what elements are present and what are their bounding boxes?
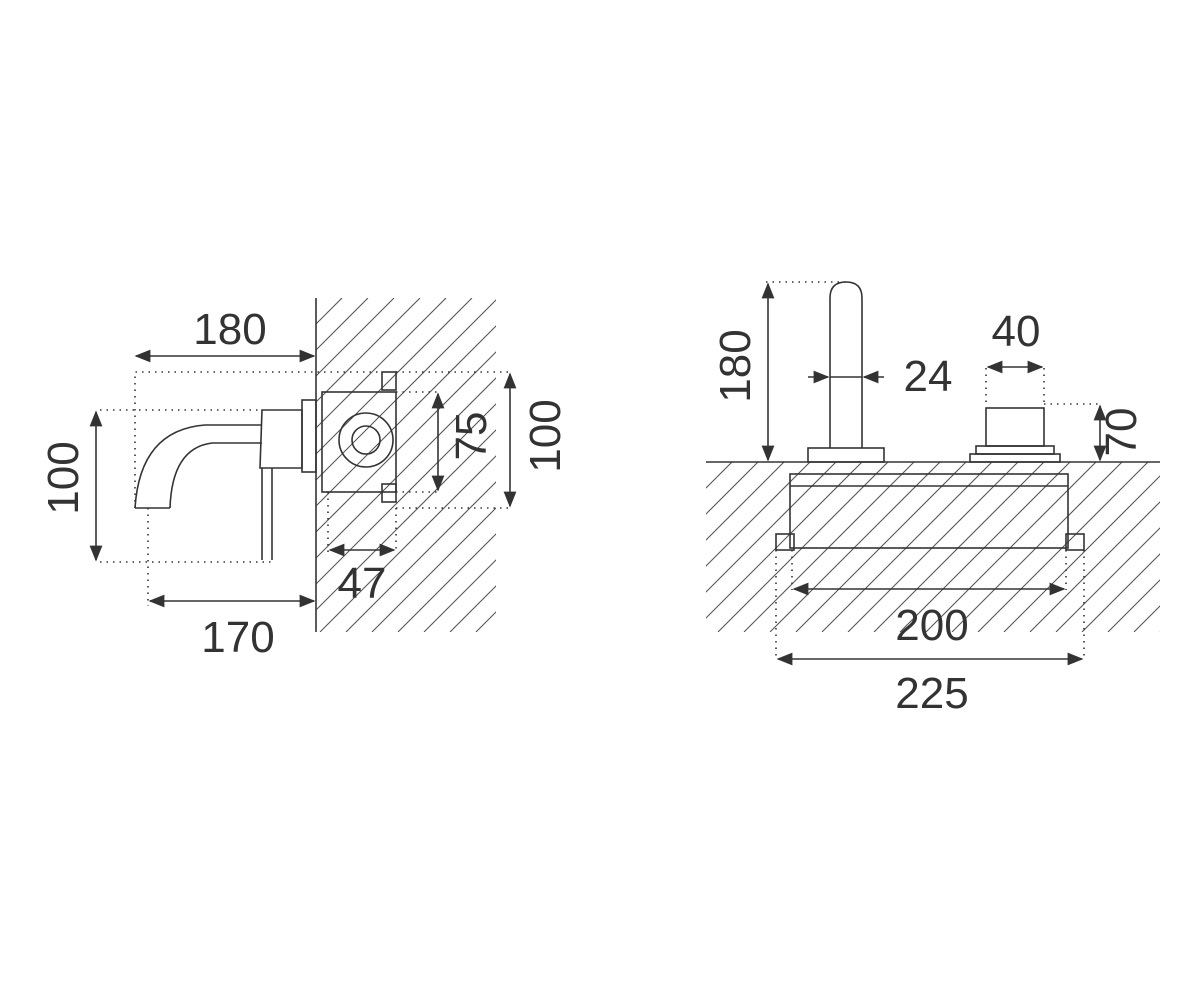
handle-collar [975,445,1055,455]
hatch-line [899,462,1071,632]
hatch-line [316,429,496,611]
hatch-line [371,507,496,632]
label-70-front: 70 [1097,408,1146,457]
hatch-line [658,298,992,632]
hatch-line [847,462,1019,632]
label-100-side-right: 100 [521,399,570,472]
hatch-line [706,462,811,567]
hatch-line [788,298,1122,632]
label-200-front: 200 [895,601,968,650]
handle-knob [985,407,1045,447]
hatch-line [706,462,733,489]
body-lug-bottom [381,483,397,503]
wall-plate [301,399,317,473]
label-170-side: 170 [201,613,274,662]
concealed-body [321,391,397,493]
hatch-line [1159,631,1160,632]
hatch-line [814,298,1148,632]
hatch-line [977,462,1149,632]
hatch-line [873,462,1045,632]
hatch-line [316,298,473,455]
hatch-line [762,298,1096,632]
hatch-line [423,559,496,632]
hatch-line [706,462,837,593]
label-24-front: 24 [904,352,953,401]
hatch-line [1003,475,1160,632]
label-40-front: 40 [992,307,1041,356]
hatch-line [345,481,496,632]
hatch-line [319,455,496,632]
spout-outer-curve [134,424,262,509]
hatch-line [316,298,447,429]
hatch-line [706,462,759,515]
body-lug-top [381,371,397,391]
label-180-front: 180 [711,329,760,402]
hatch-line [632,298,966,632]
concealed-box [789,473,1069,549]
hatch-line [1186,462,1200,632]
hatch-line [606,298,940,632]
hatch-line [528,298,862,632]
hatch-line [1055,527,1160,632]
box-lug-left [775,533,795,551]
hatch-line [397,533,496,632]
hatch-line [1133,605,1160,632]
hatch-line [717,462,889,632]
hatch-line [316,298,395,377]
hatch-line [821,462,993,632]
label-180-side: 180 [193,305,266,354]
label-100-side-left: 100 [39,441,88,514]
hatch-line [743,462,915,632]
hatch-line [706,462,785,541]
hatch-line [316,377,496,559]
hatch-line [769,462,941,632]
hatch-line [316,298,421,403]
hatch-line [795,462,967,632]
hatch-line [706,462,863,619]
hatch-line [316,299,496,481]
hatch-line [1081,553,1160,632]
hatch-line [1029,501,1160,632]
label-47-side: 47 [338,559,387,608]
valve-outer-ring [338,412,394,468]
label-225-front: 225 [895,669,968,718]
spout-inner-curve [169,442,262,509]
hatch-line [1107,579,1160,632]
wall-hatch-front [706,462,1200,632]
front-view: 180 24 40 70 200 225 [706,281,1200,718]
valve-inner-ring [351,425,381,455]
spout-base-plate [807,447,885,463]
handle-base-plate [969,453,1061,463]
hatch-line [706,462,707,463]
handle-body [259,409,303,469]
hatch-line [951,462,1123,632]
label-75-side: 75 [447,412,496,461]
side-view: 180 100 170 47 75 100 [39,298,1148,662]
hatch-line [316,351,496,533]
box-lug-right [1065,533,1085,551]
spout-front [829,281,863,448]
